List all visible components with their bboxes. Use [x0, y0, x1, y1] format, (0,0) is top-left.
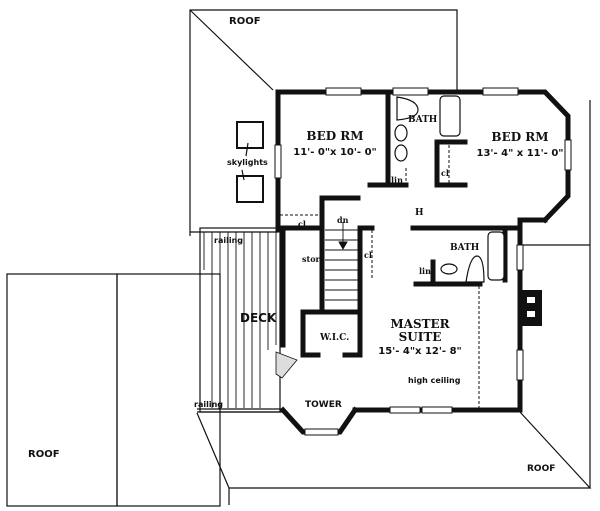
- linen-2-label: lin: [419, 266, 431, 276]
- top-roof: [189, 9, 458, 236]
- railing-top-label: railing: [214, 236, 243, 245]
- railing-bottom-label: railing: [194, 400, 223, 409]
- tower-label: TOWER: [305, 400, 342, 410]
- master-suite-name-1: MASTER: [390, 317, 450, 331]
- closet-1-label: cl: [298, 219, 306, 229]
- stairs-dn-label: dn: [337, 215, 349, 225]
- roof-label-left: ROOF: [28, 449, 60, 460]
- wic-label: W.I.C.: [319, 333, 349, 343]
- dashed-lines: [280, 145, 480, 408]
- bath-master-label: BATH: [450, 243, 480, 253]
- bath-fixtures: [394, 95, 505, 283]
- master-suite-dims: 15'- 4"x 12'- 8": [378, 346, 462, 357]
- master-suite-name-2: SUITE: [399, 330, 442, 344]
- bath-upper-label: BATH: [408, 115, 438, 125]
- skylights: [236, 121, 264, 203]
- deck-label: DECK: [240, 311, 277, 325]
- deck: [197, 227, 298, 413]
- linen-1-label: lin: [391, 175, 403, 185]
- roof-label-top: ROOF: [229, 16, 261, 27]
- closet-3-label: cl: [364, 250, 372, 260]
- bed-rm-2-name: BED RM: [491, 130, 548, 144]
- bed-rm-1-name: BED RM: [306, 129, 363, 143]
- windows: [274, 87, 572, 436]
- chimney: [520, 290, 542, 326]
- high-ceiling-label: high ceiling: [408, 376, 461, 385]
- closet-2-label: cl: [441, 168, 449, 178]
- bed-rm-1-dims: 11'- 0"x 10'- 0": [293, 147, 377, 158]
- bottom-roof: [196, 100, 592, 505]
- storage-label: stor.: [302, 254, 322, 264]
- left-roof: [6, 273, 221, 507]
- roof-label-bottom-right: ROOF: [527, 464, 555, 474]
- stairs: [325, 222, 358, 301]
- hall-label: H: [415, 208, 424, 218]
- skylights-label: skylights: [227, 158, 268, 167]
- bed-rm-2-dims: 13'- 4" x 11'- 0": [477, 148, 564, 159]
